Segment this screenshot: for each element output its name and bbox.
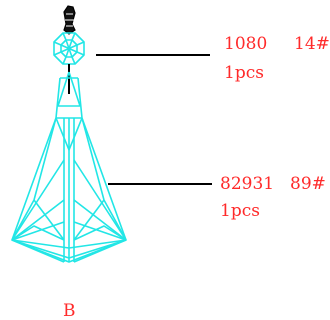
callout-1-size: 14# — [294, 34, 330, 54]
callout-2-qty: 1pcs — [220, 201, 260, 221]
teardrop-pendant — [11, 71, 127, 263]
octagon-bead — [53, 32, 85, 94]
hook-clasp — [63, 5, 76, 35]
callout-2: 82931 89# 1pcs — [220, 174, 326, 221]
callout-1-code: 1080 — [224, 34, 267, 54]
callout-1: 1080 14# 1pcs — [224, 34, 330, 83]
callout-1-qty: 1pcs — [224, 63, 264, 83]
view-label: B — [63, 301, 76, 320]
callout-2-size: 89# — [290, 174, 326, 194]
callout-2-code: 82931 — [220, 174, 274, 194]
